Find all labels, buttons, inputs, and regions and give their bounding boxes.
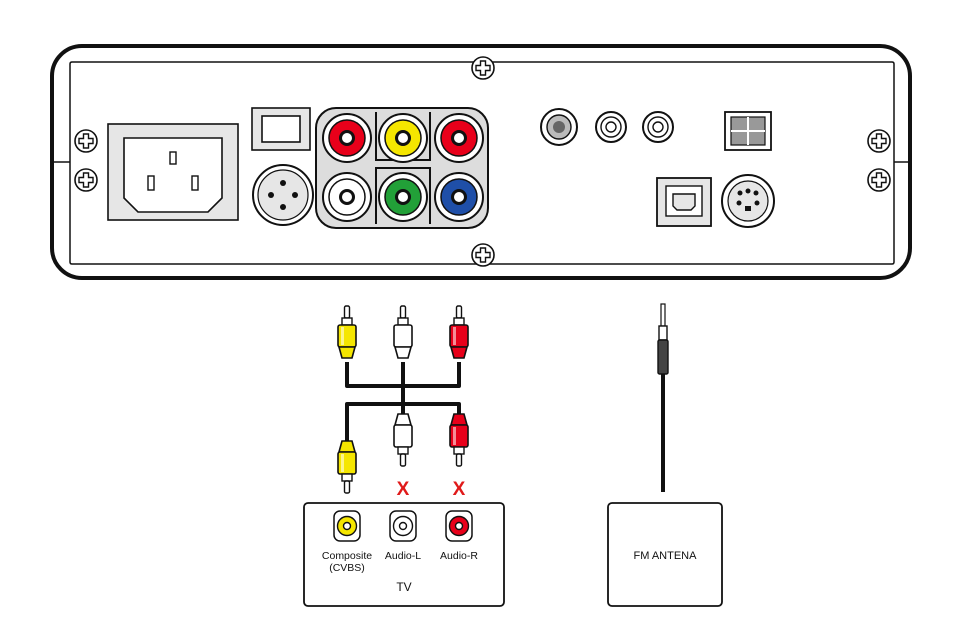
audio-l-label: Audio-L: [385, 550, 421, 562]
audio-r-jack-icon: [446, 511, 472, 541]
audio-r-label: Audio-R: [440, 550, 478, 562]
device-back-panel: [52, 46, 910, 278]
white-jack-icon: [323, 173, 371, 221]
fm-antenna-label: FM ANTENA: [634, 550, 698, 562]
mini-din-port-icon: [722, 175, 774, 227]
yellow-plug-icon: [338, 441, 356, 493]
audio-l-jack-icon: [390, 511, 416, 541]
composite-label: Composite: [322, 550, 372, 562]
upper-plugs: [338, 306, 468, 358]
audio-jack-icon: [596, 112, 626, 142]
tv-box: Composite (CVBS) Audio-L Audio-R TV: [304, 503, 504, 606]
screw-icon: [75, 169, 97, 191]
white-plug-icon: [394, 414, 412, 466]
yellow-jack-icon: [379, 114, 427, 162]
power-inlet-icon: [108, 124, 238, 220]
composite-jack-icon: [334, 511, 360, 541]
green-jack-icon: [379, 173, 427, 221]
power-switch-icon: [252, 108, 310, 150]
red-jack-icon: [435, 114, 483, 162]
optical-port-icon: [725, 112, 771, 150]
composite-sublabel: (CVBS): [329, 562, 365, 574]
screw-icon: [472, 244, 494, 266]
not-connected-mark: X: [453, 479, 466, 500]
fm-antenna-box: FM ANTENA: [608, 503, 722, 606]
red-plug-icon: [450, 306, 468, 358]
red-jack-icon: [323, 114, 371, 162]
four-pin-port-icon: [253, 165, 313, 225]
screw-icon: [868, 130, 890, 152]
fm-antenna-cable: [658, 304, 668, 492]
antenna-jack-icon: [541, 109, 577, 145]
blue-jack-icon: [435, 173, 483, 221]
not-connected-mark: X: [397, 479, 410, 500]
yellow-plug-icon: [338, 306, 356, 358]
audio-jack-icon: [643, 112, 673, 142]
tv-title: TV: [396, 580, 411, 594]
av-jack-panel: [316, 108, 488, 228]
screw-icon: [472, 57, 494, 79]
usb-port-icon: [657, 178, 711, 226]
screw-icon: [75, 130, 97, 152]
red-plug-icon: [450, 414, 468, 466]
screw-icon: [868, 169, 890, 191]
white-plug-icon: [394, 306, 412, 358]
